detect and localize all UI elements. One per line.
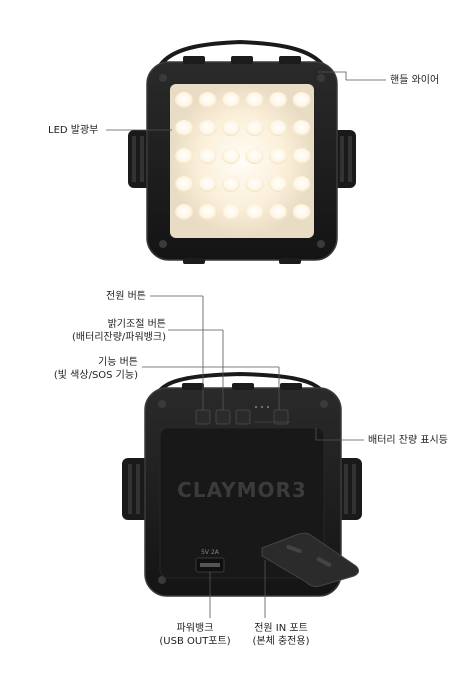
- brand-logo: CLAYMOR3: [177, 478, 307, 502]
- led-dots: [175, 92, 311, 220]
- led-dot: [269, 148, 287, 164]
- label-battery-indicator: 배터리 잔량 표시등: [368, 435, 448, 446]
- led-dot: [292, 148, 311, 164]
- led-dot: [245, 176, 264, 192]
- led-dot: [198, 120, 217, 136]
- label-function-line1: 기능 버튼: [98, 357, 138, 368]
- led-dot: [292, 120, 311, 136]
- label-handle-wire: 핸들 와이어: [390, 75, 440, 86]
- led-dot: [269, 120, 287, 136]
- led-dot: [269, 92, 287, 108]
- led-dot: [292, 204, 311, 220]
- function-button-shape: [235, 409, 251, 425]
- label-powerbank-line2: (USB OUT포트): [159, 636, 231, 647]
- led-dot: [245, 120, 264, 136]
- label-power-button: 전원 버튼: [106, 291, 146, 302]
- label-powerbank-line1: 파워뱅크: [176, 623, 214, 634]
- label-brightness-button: 밝기조절 버튼 (배터리잔량/파워뱅크): [72, 318, 166, 344]
- brightness-button-shape: [215, 409, 231, 425]
- led-dot: [198, 92, 217, 108]
- led-dot: [222, 148, 240, 164]
- led-dot: [222, 204, 240, 220]
- led-dot: [245, 204, 264, 220]
- label-powerbank: 파워뱅크 (USB OUT포트): [150, 622, 240, 648]
- led-dot: [222, 176, 240, 192]
- battery-button-shape: [273, 409, 289, 425]
- port-text: 5V 2A: [201, 549, 219, 556]
- label-power-in-line1: 전원 IN 포트: [254, 623, 308, 634]
- led-dot: [292, 176, 311, 192]
- led-dot: [245, 92, 264, 108]
- led-dot: [222, 120, 240, 136]
- label-power-in: 전원 IN 포트 (본체 충전용): [236, 622, 326, 648]
- label-function-button: 기능 버튼 (빛 색상/SOS 기능): [54, 356, 138, 382]
- led-dot: [175, 148, 193, 164]
- led-dot: [175, 176, 193, 192]
- port-cover-flap: [261, 532, 360, 587]
- led-dot: [222, 92, 240, 108]
- led-dot: [292, 92, 311, 108]
- power-button-shape: [195, 409, 211, 425]
- label-function-line2: (빛 색상/SOS 기능): [53, 370, 138, 381]
- label-led-panel: LED 발광부: [48, 125, 99, 136]
- led-dot: [175, 204, 193, 220]
- led-dot: [245, 148, 264, 164]
- label-brightness-line2: (배터리잔량/파워뱅크): [72, 332, 166, 343]
- led-dot: [198, 148, 217, 164]
- led-dot: [198, 204, 217, 220]
- label-brightness-line1: 밝기조절 버튼: [107, 319, 166, 330]
- led-dot: [269, 176, 287, 192]
- led-dot: [175, 120, 193, 136]
- label-power-in-line2: (본체 충전용): [252, 636, 310, 647]
- led-dot: [269, 204, 287, 220]
- led-dot: [175, 92, 193, 108]
- led-dot: [198, 176, 217, 192]
